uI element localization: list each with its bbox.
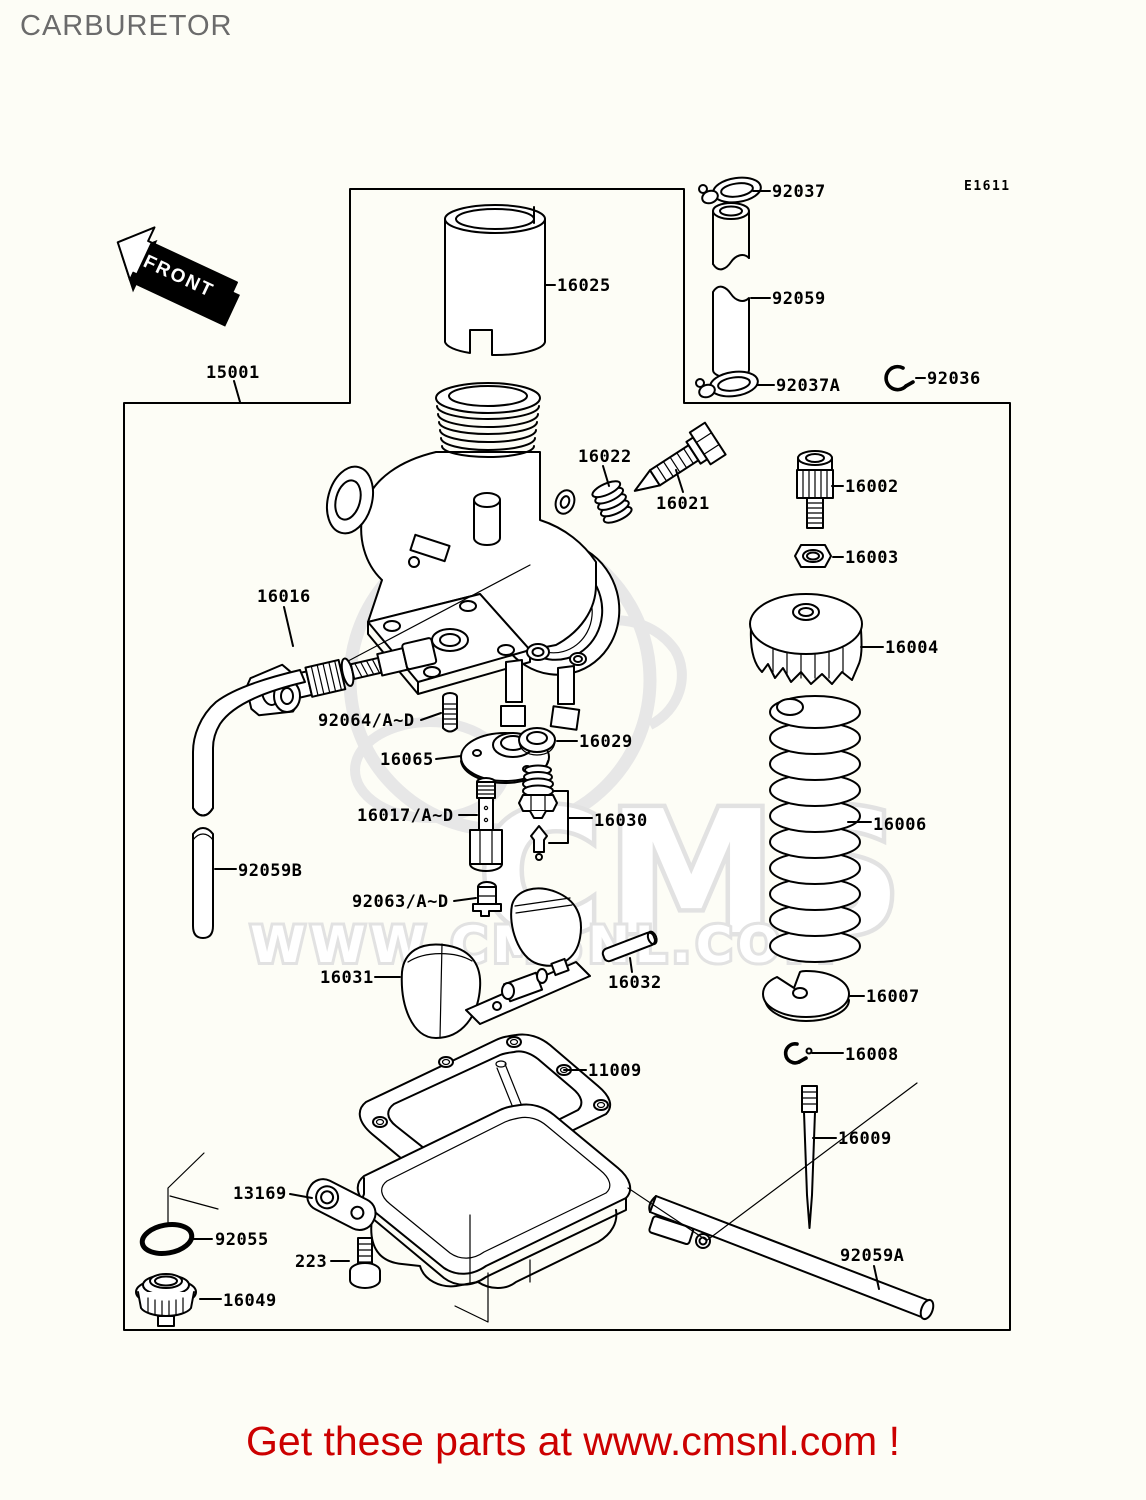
part-label-16031: 16031 — [320, 968, 374, 988]
float-pin-16032-drawing — [601, 930, 658, 963]
part-label-92037a: 92037A — [776, 376, 840, 396]
clamp-92037-drawing — [698, 176, 762, 205]
parts-diagram-svg: CMS WWW.CMSNL.COM FRONT E1611 — [116, 176, 1011, 1331]
part-label-16009: 16009 — [838, 1129, 892, 1149]
part-label-16021: 16021 — [656, 494, 710, 514]
part-label-16029: 16029 — [579, 732, 633, 752]
part-labels: 15001 16025 92037 92059 92037A 92036 160… — [206, 182, 981, 1311]
part-label-16008: 16008 — [845, 1045, 899, 1065]
cable-washer-hole — [280, 687, 294, 705]
assembly-direction-lines — [167, 1082, 918, 1323]
air-screw-16021-drawing — [633, 421, 727, 492]
jet-needle-16009-drawing — [801, 1085, 818, 1229]
tube-92059b-drawing — [192, 669, 306, 939]
clamp-92037a-drawing — [695, 370, 759, 399]
part-label-16003: 16003 — [845, 548, 899, 568]
cable-adjuster-16016-drawing — [245, 637, 438, 717]
part-label-16002: 16002 — [845, 477, 899, 497]
page-title: CARBURETOR — [20, 10, 233, 42]
part-label-13169: 13169 — [233, 1184, 287, 1204]
needle-valve-16030-drawing — [518, 764, 593, 861]
part-label-16007: 16007 — [866, 987, 920, 1007]
part-label-16016: 16016 — [257, 587, 311, 607]
tube-92059-drawing — [712, 202, 750, 379]
part-label-16065: 16065 — [380, 750, 434, 770]
float-16031-drawing — [400, 887, 591, 1039]
needle-jet-16017-drawing — [469, 777, 503, 872]
part-label-16006: 16006 — [873, 815, 927, 835]
front-arrow: FRONT — [116, 226, 240, 327]
part-label-16004: 16004 — [885, 638, 939, 658]
nut-16003-drawing — [794, 544, 832, 568]
carburetor-body-drawing — [296, 382, 621, 731]
part-label-11009: 11009 — [588, 1061, 642, 1081]
banner-text: Get these parts at www.cmsnl.com ! — [246, 1418, 900, 1464]
part-label-92064: 92064/A~D — [318, 711, 415, 731]
part-label-92055: 92055 — [215, 1230, 269, 1250]
diagram-area: CMS WWW.CMSNL.COM FRONT E1611 — [116, 176, 1011, 1331]
e-clip-16008-drawing — [783, 1042, 813, 1065]
part-label-223: 223 — [295, 1252, 327, 1272]
washer-16029-drawing — [518, 727, 556, 756]
part-label-92059: 92059 — [772, 289, 826, 309]
part-label-92059b: 92059B — [238, 861, 302, 881]
part-label-16032: 16032 — [608, 973, 662, 993]
plunger-92063-drawing — [472, 881, 502, 917]
assembly-outline-box — [123, 188, 1011, 1331]
part-label-16049: 16049 — [223, 1291, 277, 1311]
cap-16004-drawing — [749, 593, 863, 685]
part-label-92059a: 92059A — [840, 1246, 904, 1266]
part-label-16025: 16025 — [557, 276, 611, 296]
o-ring-92055-drawing — [139, 1222, 195, 1256]
adjuster-16002-drawing — [796, 450, 834, 529]
part-label-16017: 16017/A~D — [357, 806, 454, 826]
spring-16006-drawing — [769, 695, 861, 963]
tube-92059a-drawing — [648, 1195, 935, 1321]
part-label-92063: 92063/A~D — [352, 892, 449, 912]
part-label-16030: 16030 — [594, 811, 648, 831]
part-label-92037: 92037 — [772, 182, 826, 202]
throttle-slide-16025-drawing — [444, 204, 546, 357]
drain-plug-16049-drawing — [135, 1273, 197, 1327]
part-label-92036: 92036 — [927, 369, 981, 389]
spring-seat-16007-drawing — [762, 970, 850, 1022]
bracket-13169-drawing — [306, 1178, 377, 1231]
part-label-15001: 15001 — [206, 363, 260, 383]
leader-lines — [192, 190, 926, 1300]
circlip-92036-drawing — [884, 364, 915, 392]
screw-223-drawing — [349, 1237, 381, 1289]
spring-16022-drawing — [591, 480, 633, 524]
screw-92064-drawing — [442, 692, 458, 733]
part-label-16022: 16022 — [578, 447, 632, 467]
drawing-code: E1611 — [964, 179, 1011, 194]
